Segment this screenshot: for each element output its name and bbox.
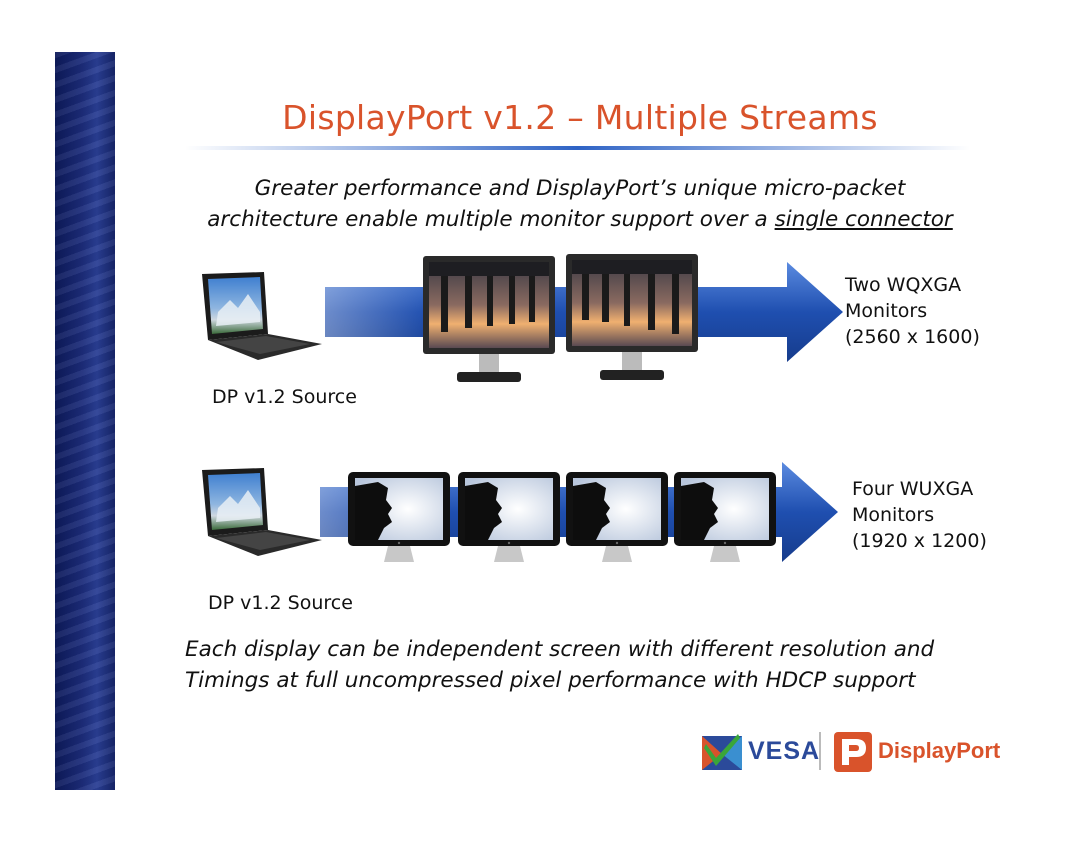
bottom-note-line-2: Timings at full uncompressed pixel perfo… — [185, 668, 916, 693]
slide-title: DisplayPort v1.2 – Multiple Streams — [282, 98, 878, 137]
footer-logos: VESA DisplayPort — [700, 728, 1020, 778]
subtitle-line-2-prefix: architecture enable multiple monitor sup… — [207, 207, 775, 232]
wqxga-monitor-1 — [423, 256, 555, 382]
wqxga-monitor-2 — [566, 254, 698, 380]
bottom-note-line-1: Each display can be independent screen w… — [185, 637, 935, 662]
monitors-label-row1-line1: Two WQXGA — [845, 274, 962, 296]
monitors-label-row2-line3: (1920 x 1200) — [852, 530, 987, 552]
subtitle-line-2: architecture enable multiple monitor sup… — [160, 204, 1000, 235]
sidebar-decoration — [55, 52, 115, 790]
subtitle-line-1: Greater performance and DisplayPort’s un… — [254, 176, 906, 201]
monitors-label-row1: Two WQXGA Monitors (2560 x 1600) — [845, 272, 980, 350]
monitors-label-row2-line1: Four WUXGA — [852, 478, 974, 500]
vesa-wordmark: VESA — [748, 737, 821, 765]
monitors-label-row1-line3: (2560 x 1600) — [845, 326, 980, 348]
logo-divider — [819, 732, 821, 770]
displayport-logo-icon — [834, 732, 872, 772]
wuxga-monitor-2 — [458, 472, 560, 562]
wuxga-monitor-1 — [348, 472, 450, 562]
source-label-row2: DP v1.2 Source — [208, 592, 353, 614]
monitors-label-row1-line2: Monitors — [845, 300, 928, 322]
monitors-label-row2: Four WUXGA Monitors (1920 x 1200) — [852, 476, 987, 554]
laptop-source-row2 — [202, 468, 322, 556]
subtitle-underlined-text: single connector — [774, 207, 953, 232]
bottom-note: Each display can be independent screen w… — [185, 634, 1045, 696]
monitors-label-row2-line2: Monitors — [852, 504, 935, 526]
wuxga-monitor-3 — [566, 472, 668, 562]
slide-subtitle: Greater performance and DisplayPort’s un… — [160, 173, 1000, 235]
wuxga-monitor-4 — [674, 472, 776, 562]
displayport-wordmark: DisplayPort — [878, 738, 1001, 763]
laptop-source-row1 — [202, 272, 322, 360]
title-divider — [185, 146, 970, 150]
vesa-logo-icon — [702, 734, 742, 770]
source-label-row1: DP v1.2 Source — [212, 386, 357, 408]
